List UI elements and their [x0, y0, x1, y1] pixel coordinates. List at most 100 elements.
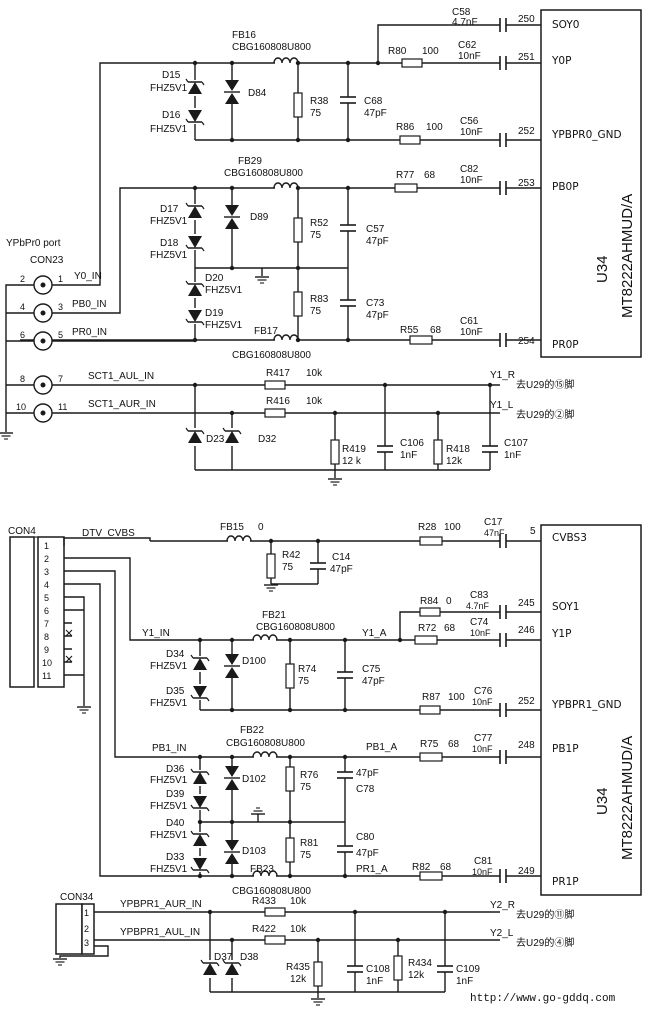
svg-text:D18: D18	[160, 238, 179, 249]
svg-text:CBG160808U800: CBG160808U800	[232, 886, 311, 897]
pin-name-y0p: Y0P	[551, 55, 571, 67]
svg-text:R72: R72	[418, 623, 437, 634]
svg-text:FHZ5V1: FHZ5V1	[150, 661, 188, 672]
svg-text:5: 5	[530, 526, 536, 537]
svg-text:10nF: 10nF	[472, 697, 493, 707]
svg-text:8: 8	[20, 374, 25, 384]
pin-name-pr0p: PR0P	[552, 339, 579, 351]
svg-text:7: 7	[58, 374, 63, 384]
svg-text:2: 2	[84, 924, 89, 934]
svg-text:11: 11	[58, 402, 67, 412]
pin-num-254: 254	[518, 336, 535, 347]
svg-text:0: 0	[258, 522, 264, 533]
svg-text:R416: R416	[266, 396, 290, 407]
svg-text:12 k: 12 k	[342, 456, 362, 467]
svg-text:YPBPR1_AUL_IN: YPBPR1_AUL_IN	[120, 927, 200, 938]
svg-text:C75: C75	[362, 664, 381, 675]
svg-text:SCT1_AUR_IN: SCT1_AUR_IN	[88, 399, 156, 410]
svg-text:Y1P: Y1P	[551, 628, 571, 640]
svg-text:47pF: 47pF	[356, 768, 379, 779]
svg-text:D19: D19	[205, 308, 224, 319]
svg-text:D37: D37	[214, 952, 233, 963]
svg-text:R28: R28	[418, 522, 437, 533]
svg-text:Y1_IN: Y1_IN	[142, 628, 170, 639]
pin-num-253: 253	[518, 178, 535, 189]
svg-text:FB16: FB16	[232, 30, 256, 41]
svg-text:CBG160808U800: CBG160808U800	[232, 42, 311, 53]
svg-text:R81: R81	[300, 838, 319, 849]
svg-text:75: 75	[310, 230, 322, 241]
svg-text:1nF: 1nF	[366, 976, 383, 987]
svg-text:C58: C58	[452, 7, 471, 18]
bottom-schematic: U34 MT8222AHMUD/A CVBS3 SOY1 Y1P YPBPR1_…	[8, 517, 642, 1006]
svg-text:C82: C82	[460, 164, 479, 175]
svg-text:4.7nF: 4.7nF	[452, 17, 478, 28]
y2l-label: Y2_L	[490, 928, 514, 939]
svg-text:12k: 12k	[446, 456, 463, 467]
svg-text:R82: R82	[412, 862, 431, 873]
svg-text:4: 4	[44, 580, 49, 590]
svg-text:10nF: 10nF	[472, 744, 493, 754]
svg-text:4.7nF: 4.7nF	[466, 601, 490, 611]
svg-text:249: 249	[518, 866, 535, 877]
svg-text:C77: C77	[474, 733, 493, 744]
svg-text:CBG160808U800: CBG160808U800	[224, 168, 303, 179]
svg-text:R84: R84	[420, 596, 439, 607]
svg-text:C81: C81	[474, 856, 493, 867]
svg-text:C61: C61	[460, 316, 479, 327]
svg-text:Y1_A: Y1_A	[362, 628, 387, 639]
svg-text:R422: R422	[252, 924, 276, 935]
svg-text:FB23: FB23	[250, 864, 274, 875]
svg-text:D100: D100	[242, 656, 266, 667]
svg-text:FHZ5V1: FHZ5V1	[205, 320, 243, 331]
svg-text:75: 75	[310, 108, 322, 119]
svg-text:10k: 10k	[290, 924, 307, 935]
svg-text:1nF: 1nF	[504, 450, 521, 461]
svg-text:YPBPR1_AUR_IN: YPBPR1_AUR_IN	[120, 899, 202, 910]
svg-text:R417: R417	[266, 368, 290, 379]
y1r-note: 去U29的⑮脚	[516, 378, 574, 391]
svg-text:248: 248	[518, 740, 535, 751]
svg-text:C17: C17	[484, 517, 503, 528]
svg-text:R433: R433	[252, 896, 276, 907]
svg-text:CBG160808U800: CBG160808U800	[256, 622, 335, 633]
svg-text:D15: D15	[162, 70, 181, 81]
svg-text:68: 68	[424, 170, 436, 181]
chip-part-top: MT8222AHMUD/A	[619, 194, 636, 318]
svg-text:C56: C56	[460, 116, 479, 127]
svg-text:5: 5	[58, 330, 63, 340]
svg-text:100: 100	[426, 122, 443, 133]
svg-text:FHZ5V1: FHZ5V1	[150, 830, 188, 841]
svg-text:R52: R52	[310, 218, 329, 229]
chip-ref-top: U34	[594, 255, 611, 283]
con4-label: CON4	[8, 526, 36, 537]
svg-text:R419: R419	[342, 444, 366, 455]
svg-text:246: 246	[518, 625, 535, 636]
svg-text:2: 2	[20, 274, 25, 284]
svg-text:D89: D89	[250, 212, 269, 223]
svg-text:68: 68	[448, 739, 460, 750]
svg-text:C73: C73	[366, 298, 385, 309]
svg-text:FB15: FB15	[220, 522, 244, 533]
svg-text:100: 100	[422, 46, 439, 57]
svg-text:PR1_A: PR1_A	[356, 864, 388, 875]
svg-text:47pF: 47pF	[356, 848, 379, 859]
pin-name-pb0p: PB0P	[552, 181, 579, 193]
y1r-label: Y1_R	[490, 370, 515, 381]
svg-text:PB1_A: PB1_A	[366, 742, 397, 753]
svg-text:10nF: 10nF	[470, 628, 491, 638]
svg-text:R77: R77	[396, 170, 415, 181]
pin-num-251: 251	[518, 52, 535, 63]
svg-text:1: 1	[84, 908, 89, 918]
svg-text:10k: 10k	[306, 368, 323, 379]
svg-text:6: 6	[44, 606, 49, 616]
svg-text:C83: C83	[470, 590, 489, 601]
svg-text:R42: R42	[282, 550, 301, 561]
svg-text:C106: C106	[400, 438, 424, 449]
svg-text:11: 11	[42, 671, 51, 681]
svg-text:FHZ5V1: FHZ5V1	[150, 124, 188, 135]
pin-name-ypbpr0-gnd: YPBPR0_GND	[551, 129, 622, 141]
svg-text:C107: C107	[504, 438, 528, 449]
svg-text:4: 4	[20, 302, 25, 312]
